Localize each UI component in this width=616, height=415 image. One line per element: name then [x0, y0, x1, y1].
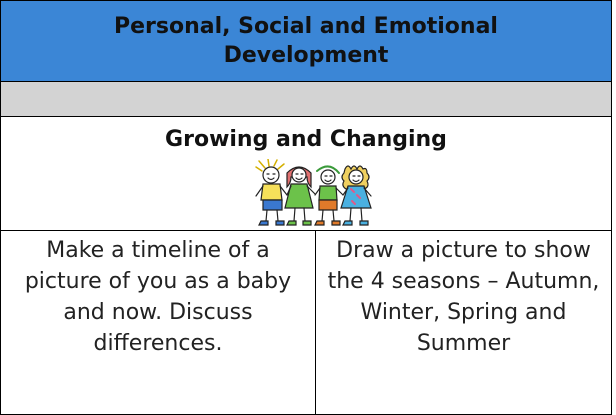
header-cell: Personal, Social and Emotional Developme…: [0, 0, 612, 82]
topic-title: Growing and Changing: [165, 127, 447, 152]
activity-seasons-text: Draw a picture to show the 4 seasons – A…: [327, 238, 600, 356]
children-holding-hands-icon: [255, 159, 372, 226]
page-title: Personal, Social and Emotional Developme…: [114, 14, 498, 68]
activity-seasons-cell: Draw a picture to show the 4 seasons – A…: [315, 230, 612, 415]
spacer-row: [0, 81, 612, 117]
activity-timeline-cell: Make a timeline of a picture of you as a…: [0, 230, 316, 415]
topic-cell: Growing and Changing: [0, 116, 612, 231]
activity-timeline-text: Make a timeline of a picture of you as a…: [24, 238, 292, 356]
